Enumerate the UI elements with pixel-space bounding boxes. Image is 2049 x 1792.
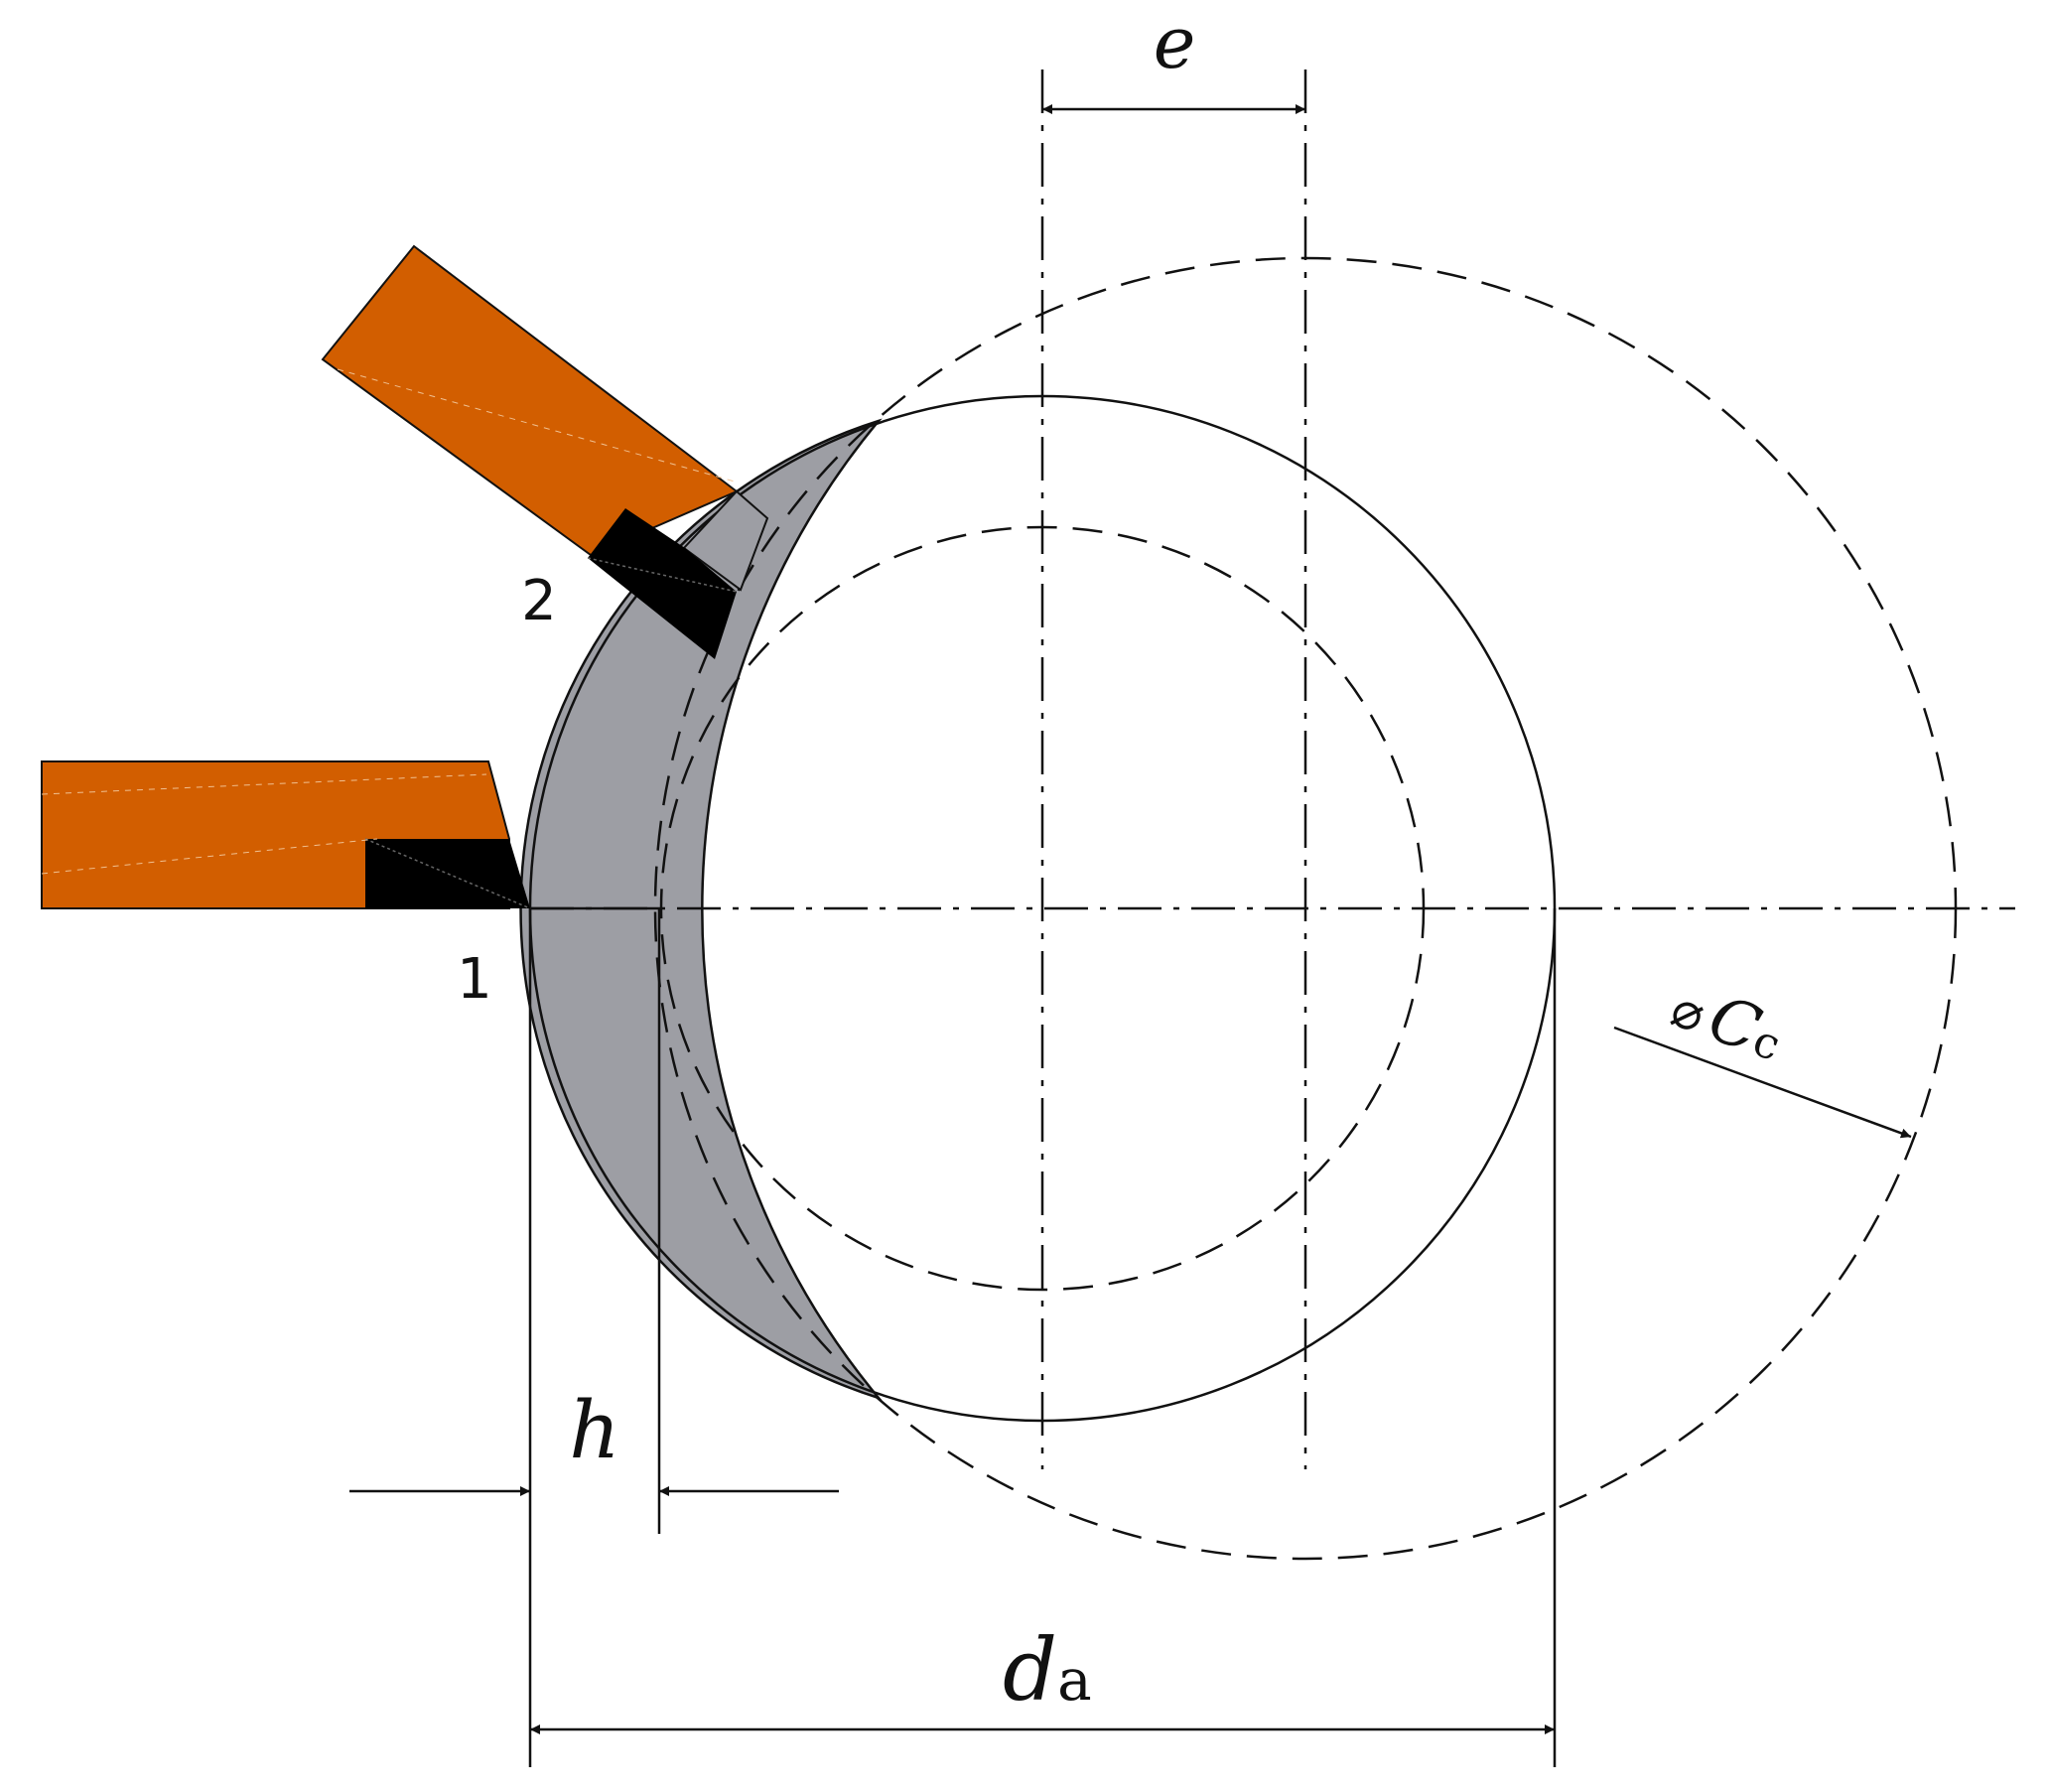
label-e: e bbox=[1154, 1, 1196, 84]
label-da-base: d bbox=[1003, 1621, 1057, 1721]
tool-1 bbox=[41, 760, 531, 909]
label-h: h bbox=[569, 1384, 620, 1476]
dimension-da: da bbox=[530, 908, 1557, 1767]
label-tool-1: 1 bbox=[457, 947, 492, 1012]
tool-2-body bbox=[321, 244, 739, 557]
label-tool-2: 2 bbox=[521, 569, 557, 633]
tool-2-insert-front bbox=[682, 489, 769, 592]
label-cc: ⌀Cc bbox=[1663, 968, 1793, 1075]
label-da: da bbox=[1003, 1621, 1092, 1721]
dimension-h: h bbox=[349, 908, 839, 1767]
dimension-e: e bbox=[1042, 1, 1305, 114]
tool-2 bbox=[321, 244, 769, 659]
label-da-sub: a bbox=[1057, 1646, 1092, 1714]
tool-2-insert bbox=[588, 508, 737, 659]
dimension-cc: ⌀Cc bbox=[1613, 968, 1912, 1139]
